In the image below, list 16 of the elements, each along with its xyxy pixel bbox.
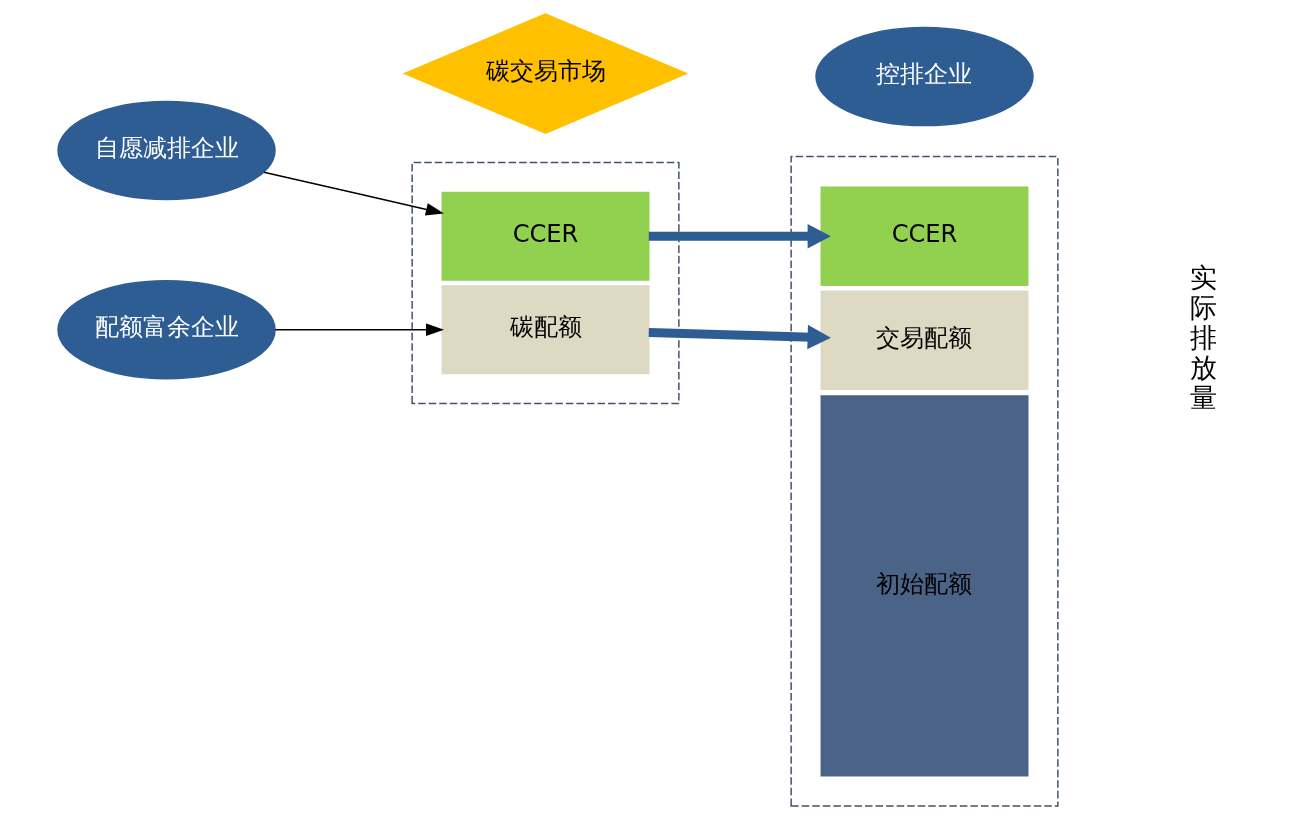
- label: 实际排放量: [1189, 261, 1217, 414]
- cluster: [410, 161, 680, 405]
- cluster: [789, 155, 1059, 807]
- node-box: 交易配额: [820, 290, 1028, 390]
- node-ellipse: 控排企业: [814, 26, 1034, 127]
- node-box: CCER: [441, 191, 649, 281]
- node-ellipse: 配额富余企业: [56, 280, 276, 380]
- arrow: [262, 171, 444, 216]
- node-box: 碳配额: [441, 285, 649, 375]
- node-box: 初始配额: [820, 395, 1028, 777]
- arrow: [648, 224, 831, 249]
- node-ellipse: 自愿减排企业: [56, 100, 276, 201]
- node-box: CCER: [820, 186, 1028, 287]
- arrow: [274, 323, 444, 337]
- arrow: [648, 324, 831, 350]
- node-diamond: 碳交易市场: [402, 13, 688, 134]
